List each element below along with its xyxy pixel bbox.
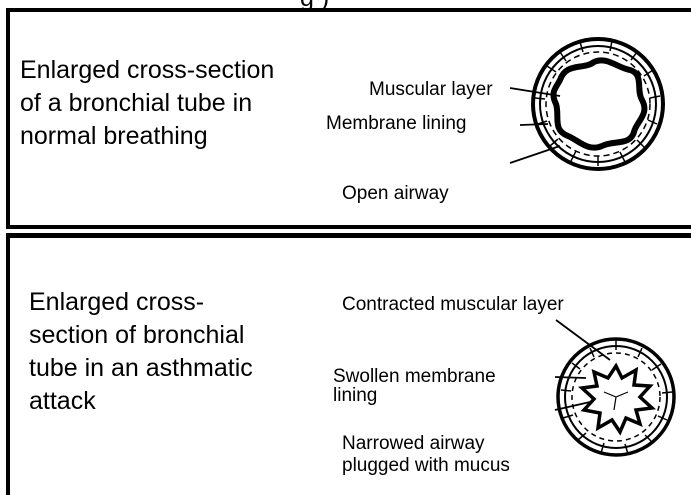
- open-airway-label: Open airway: [342, 183, 449, 204]
- asthma-heading: Enlarged cross- section of bronchial tub…: [29, 286, 253, 418]
- normal-heading: Enlarged cross-section of a bronchial tu…: [20, 54, 274, 153]
- narrowed-airway-line-2: plugged with mucus: [342, 455, 510, 477]
- asthma-heading-line-3: tube in an asthmatic: [29, 352, 253, 385]
- normal-membrane-lining-label: Membrane lining: [326, 113, 466, 134]
- normal-heading-line-3: normal breathing: [20, 120, 274, 153]
- normal-heading-line-2: of a bronchial tube in: [20, 87, 274, 120]
- narrowed-airway-line-1: Narrowed airway: [342, 433, 510, 455]
- normal-heading-line-1: Enlarged cross-section: [20, 54, 274, 87]
- swollen-membrane-line-2: lining: [333, 386, 496, 405]
- narrowed-airway-label: Narrowed airway plugged with mucus: [342, 433, 510, 477]
- contracted-muscular-layer-label: Contracted muscular layer: [342, 294, 564, 315]
- asthma-heading-line-2: section of bronchial: [29, 319, 253, 352]
- swollen-membrane-lining-label: Swollen membrane lining: [333, 367, 496, 405]
- asthma-heading-line-1: Enlarged cross-: [29, 286, 253, 319]
- asthma-heading-line-4: attack: [29, 385, 253, 418]
- normal-muscular-layer-label: Muscular layer: [369, 79, 493, 100]
- swollen-membrane-line-1: Swollen membrane: [333, 367, 496, 386]
